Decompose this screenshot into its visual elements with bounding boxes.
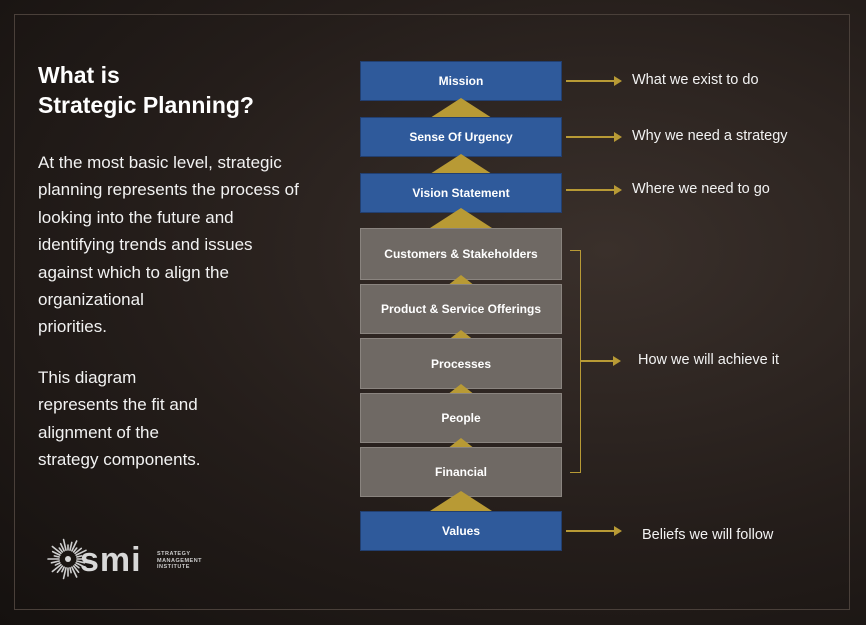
sunburst-ray xyxy=(75,555,83,558)
sunburst-ray xyxy=(61,566,65,573)
triangle-connector xyxy=(430,154,492,174)
intro-line: looking into the future and xyxy=(38,207,234,227)
values-description: Beliefs we will follow xyxy=(642,527,774,543)
logo-sub-line: MANAGEMENT xyxy=(157,557,203,564)
triangle-connector xyxy=(447,275,475,286)
urgency-box: Sense Of Urgency xyxy=(360,117,562,157)
sunburst-ray xyxy=(75,560,86,564)
slide-frame xyxy=(14,14,850,610)
sunburst-ray xyxy=(53,555,61,558)
title-line-2: Strategic Planning? xyxy=(38,92,254,118)
intro-line: priorities. xyxy=(38,317,107,337)
sunburst-ray xyxy=(56,565,64,574)
triangle-connector xyxy=(430,491,492,511)
financial-box: Financial xyxy=(360,447,562,497)
intro-line: organizational xyxy=(38,290,144,310)
sunburst-ray xyxy=(71,540,78,552)
intro-line: identifying trends and issues xyxy=(38,235,253,255)
diagram-line: This diagram xyxy=(38,368,137,387)
page-title: What is Strategic Planning? xyxy=(38,60,338,120)
arrow-right-icon xyxy=(566,185,622,195)
triangle-connector xyxy=(447,438,475,449)
logo-wordmark: smi xyxy=(80,541,142,579)
sunburst-ray xyxy=(51,563,62,573)
intro-line: against which to align the xyxy=(38,262,229,282)
triangle-connector xyxy=(447,330,475,341)
triangle-connector xyxy=(447,384,475,395)
sunburst-ray xyxy=(71,566,78,578)
customers-box: Customers & Stakeholders xyxy=(360,228,562,280)
sunburst-ray xyxy=(58,547,64,553)
diagram-line: alignment of the xyxy=(38,422,159,442)
vision-description: Where we need to go xyxy=(632,181,770,197)
values-box: Values xyxy=(360,511,562,551)
arrow-right-icon xyxy=(566,132,622,142)
sunburst-ray xyxy=(51,545,62,555)
sunburst-ray xyxy=(72,565,80,574)
arrow-right-icon xyxy=(566,526,622,536)
mission-description: What we exist to do xyxy=(632,72,759,88)
diagram-line: represents the fit and xyxy=(38,395,198,415)
logo-sub-line: INSTITUTE xyxy=(157,564,190,570)
diagram-line: strategy components. xyxy=(38,450,201,470)
achieve-bracket xyxy=(570,250,581,473)
sunburst-ray xyxy=(69,566,72,574)
people-box: People xyxy=(360,393,562,443)
sunburst-ray xyxy=(62,566,67,580)
title-line-1: What is xyxy=(38,62,120,88)
sunburst-ray xyxy=(54,562,61,566)
sunburst-ray xyxy=(51,550,61,556)
intro-paragraph: At the most basic level, strategic plann… xyxy=(38,149,338,341)
logo-subtitle: STRATEGY MANAGEMENT INSTITUTE xyxy=(157,551,202,571)
vision-box: Vision Statement xyxy=(360,173,562,213)
sunburst-ray xyxy=(75,562,87,569)
diagram-paragraph: This diagram represents the fit and alig… xyxy=(38,364,338,474)
urgency-description: Why we need a strategy xyxy=(632,128,788,144)
sunburst-ray xyxy=(50,560,61,564)
sunburst-ray xyxy=(72,547,78,553)
sunburst-ray xyxy=(74,547,83,555)
mission-box: Mission xyxy=(360,61,562,101)
triangle-connector xyxy=(430,208,492,228)
arrow-right-icon xyxy=(566,76,622,86)
sunburst-ray xyxy=(62,538,67,552)
triangle-connector xyxy=(430,98,492,118)
logo-sub-line: STRATEGY xyxy=(157,551,191,557)
product-box: Product & Service Offerings xyxy=(360,284,562,334)
arrow-right-icon xyxy=(581,356,621,366)
intro-line: At the most basic level, strategic xyxy=(38,153,282,172)
sunburst-ray xyxy=(75,549,87,556)
achieve-description: How we will achieve it xyxy=(638,352,780,368)
sunburst-ray xyxy=(69,541,73,552)
processes-box: Processes xyxy=(360,338,562,389)
sunburst-ray xyxy=(59,542,65,552)
sunburst-ray xyxy=(74,563,80,569)
intro-line: planning represents the process of xyxy=(38,180,299,200)
sunburst-icon xyxy=(47,538,87,580)
